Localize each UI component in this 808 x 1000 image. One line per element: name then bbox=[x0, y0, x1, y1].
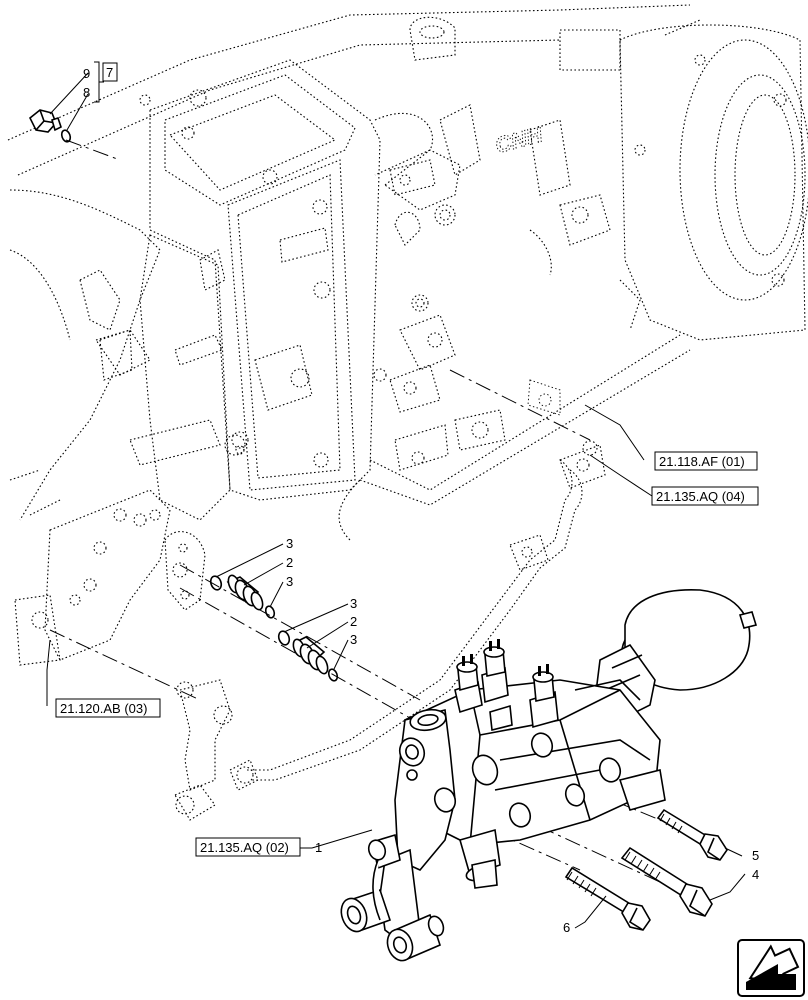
callout-6: 6 bbox=[563, 920, 570, 935]
callout-8: 8 bbox=[83, 85, 90, 100]
ref-21-118-af-01-label[interactable]: 21.118.AF (01) bbox=[659, 454, 745, 469]
next-page-arrow-icon[interactable] bbox=[737, 939, 805, 997]
ref-21-120-ab-03[interactable]: 21.120.AB (03) bbox=[55, 698, 161, 718]
callout-1: 1 bbox=[315, 840, 322, 855]
callout-2-a: 2 bbox=[286, 555, 293, 570]
callout-2-b: 2 bbox=[350, 614, 357, 629]
fitting-item-2-lower bbox=[292, 636, 329, 675]
oring-item-3-upper-left bbox=[209, 575, 223, 591]
callout-9: 9 bbox=[83, 66, 90, 81]
callout-7-box bbox=[102, 62, 118, 82]
bolt-item-5 bbox=[656, 808, 728, 861]
ref-21-135-aq-02[interactable]: 21.135.AQ (02) bbox=[195, 837, 301, 857]
callout-3-d: 3 bbox=[350, 632, 357, 647]
solenoid-cartridge-center bbox=[481, 639, 509, 704]
callout-labels: 9 8 7 3 2 3 3 2 3 1 5 4 6 bbox=[83, 62, 759, 935]
solenoid-cartridge-left bbox=[454, 654, 483, 714]
bolt-item-6 bbox=[564, 866, 651, 931]
oring-item-3-lower-right bbox=[327, 668, 339, 682]
transmission-housing-ghost: CNH bbox=[7, 4, 808, 666]
seal-ring-item-8 bbox=[60, 129, 72, 143]
ref-21-135-aq-04-label[interactable]: 21.135.AQ (04) bbox=[656, 489, 745, 504]
ref-21-135-aq-04[interactable]: 21.135.AQ (04) bbox=[651, 486, 759, 506]
bolt-item-4 bbox=[620, 846, 713, 917]
control-valve-assembly-item-1 bbox=[340, 589, 758, 962]
solenoid-cartridge-right bbox=[529, 664, 559, 729]
ref-21-120-ab-03-label[interactable]: 21.120.AB (03) bbox=[60, 701, 147, 716]
oring-item-3-lower-left bbox=[277, 630, 291, 646]
oring-item-3-upper-right bbox=[264, 605, 276, 619]
hydraulic-pipe-ghost bbox=[174, 440, 606, 821]
ref-21-118-af-01[interactable]: 21.118.AF (01) bbox=[654, 451, 758, 471]
leader-lines bbox=[46, 61, 746, 929]
callout-3-a: 3 bbox=[286, 536, 293, 551]
ref-21-135-aq-02-label[interactable]: 21.135.AQ (02) bbox=[200, 840, 289, 855]
housing-embossed-text: CNH bbox=[492, 121, 546, 158]
callout-5: 5 bbox=[752, 848, 759, 863]
callout-3-c: 3 bbox=[350, 596, 357, 611]
callout-3-b: 3 bbox=[286, 574, 293, 589]
plug-item-9 bbox=[28, 109, 62, 133]
fitting-item-2-upper bbox=[226, 574, 264, 611]
callout-7: 7 bbox=[106, 65, 113, 80]
callout-4: 4 bbox=[752, 867, 759, 882]
